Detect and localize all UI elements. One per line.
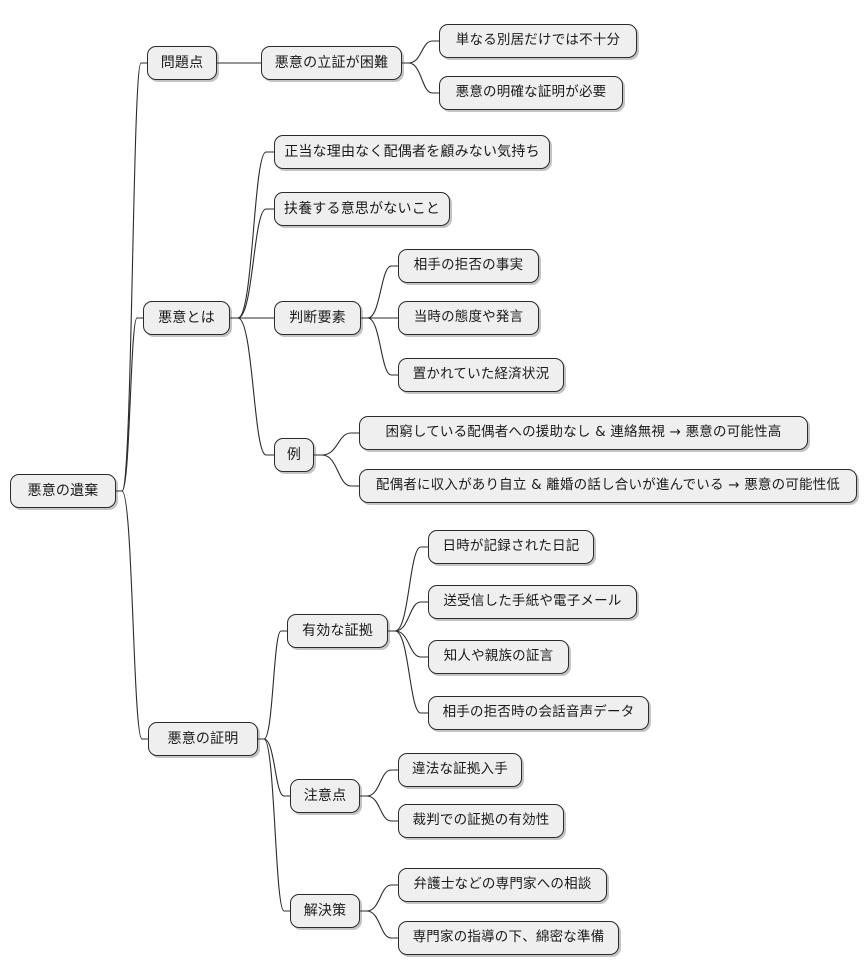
mindmap-node-b3c2g2[interactable]: 裁判での証拠の有効性 [398, 804, 564, 838]
mindmap-node-label: 送受信した手紙や電子メール [443, 593, 622, 610]
mindmap-node-label: 注意点 [303, 788, 347, 804]
mindmap-node-b3c1g1a[interactable]: 日時が記録された日記 [428, 530, 594, 564]
mindmap-node-b2c4[interactable]: 例 [274, 438, 314, 472]
mindmap-node-label: 相手の拒否時の会話音声データ [442, 704, 635, 721]
mindmap-node-b1[interactable]: 問題点 [147, 46, 217, 80]
mindmap-node-label: 例 [286, 447, 302, 463]
mindmap-node-label: 知人や親族の証言 [443, 648, 554, 665]
mindmap-node-label: 有効な証拠 [302, 623, 373, 639]
mindmap-node-label: 扶養する意思がないこと [283, 201, 441, 217]
mindmap-node-label: 日時が記録された日記 [442, 538, 580, 555]
mindmap-node-b2c2[interactable]: 扶養する意思がないこと [274, 192, 450, 226]
mindmap-node-b3c1[interactable]: 有効な証拠 [287, 614, 388, 648]
mindmap-node-b2c3g2[interactable]: 当時の態度や発言 [398, 301, 539, 335]
mindmap-node-b3c1g1d[interactable]: 相手の拒否時の会話音声データ [428, 696, 649, 730]
mindmap-node-label: 裁判での証拠の有効性 [412, 812, 550, 829]
mindmap-node-root[interactable]: 悪意の遺棄 [10, 474, 116, 508]
mindmap-node-label: 配偶者に収入があり自立 & 離婚の話し合いが進んでいる → 悪意の可能性低 [375, 477, 841, 494]
mindmap-node-label: 違法な証拠入手 [412, 761, 508, 778]
mindmap-node-label: 置かれていた経済状況 [412, 366, 550, 383]
mindmap-node-label: 悪意とは [158, 310, 215, 326]
mindmap-node-label: 悪意の立証が困難 [274, 55, 389, 71]
mindmap-node-label: 悪意の遺棄 [27, 483, 99, 499]
mindmap-node-b2c3g1[interactable]: 相手の拒否の事実 [398, 249, 539, 283]
mindmap-node-b1c1[interactable]: 悪意の立証が困難 [261, 46, 402, 80]
mindmap-node-b3c3g2[interactable]: 専門家の指導の下、綿密な準備 [398, 921, 619, 955]
mindmap-node-b3c3g1[interactable]: 弁護士などの専門家への相談 [398, 868, 607, 902]
mindmap-node-label: 問題点 [160, 55, 204, 71]
mindmap-node-b2c3g3[interactable]: 置かれていた経済状況 [398, 358, 564, 392]
mindmap-node-b3c1g1[interactable]: 知人や親族の証言 [428, 640, 569, 674]
mindmap-node-b3c3[interactable]: 解決策 [290, 894, 360, 928]
mindmap-node-b2c3[interactable]: 判断要素 [274, 301, 361, 335]
mindmap-node-label: 正当な理由なく配偶者を顧みない気持ち [284, 144, 540, 160]
mindmap-node-b3[interactable]: 悪意の証明 [148, 722, 258, 756]
mindmap-node-b3c2[interactable]: 注意点 [290, 779, 360, 813]
mindmap-node-label: 弁護士などの専門家への相談 [413, 876, 592, 893]
mindmap-node-label: 当時の態度や発言 [413, 309, 524, 326]
mindmap-node-label: 判断要素 [289, 310, 346, 326]
mindmap-node-b2[interactable]: 悪意とは [143, 301, 230, 335]
mindmap-node-label: 悪意の明確な証明が必要 [455, 84, 607, 101]
mindmap-node-b3c2g1[interactable]: 違法な証拠入手 [398, 753, 522, 787]
mindmap-node-label: 悪意の証明 [167, 731, 239, 747]
mindmap-node-b2c4g1[interactable]: 困窮している配偶者への援助なし & 連絡無視 → 悪意の可能性高 [359, 416, 808, 450]
mindmap-node-label: 解決策 [303, 903, 347, 919]
mindmap-node-label: 単なる別居だけでは不十分 [455, 32, 621, 49]
mindmap-node-label: 困窮している配偶者への援助なし & 連絡無視 → 悪意の可能性高 [385, 424, 782, 441]
mindmap-node-b2c1[interactable]: 正当な理由なく配偶者を顧みない気持ち [274, 135, 550, 169]
mindmap-node-b2c4g2[interactable]: 配偶者に収入があり自立 & 離婚の話し合いが進んでいる → 悪意の可能性低 [359, 469, 857, 503]
mindmap-node-b1c1g1[interactable]: 単なる別居だけでは不十分 [439, 24, 637, 58]
mindmap-node-b3c1g1b[interactable]: 送受信した手紙や電子メール [428, 585, 637, 619]
mindmap-node-label: 専門家の指導の下、綿密な準備 [412, 929, 605, 946]
mindmap-node-label: 相手の拒否の事実 [413, 257, 524, 274]
mindmap-node-b1c1g2[interactable]: 悪意の明確な証明が必要 [439, 76, 623, 110]
